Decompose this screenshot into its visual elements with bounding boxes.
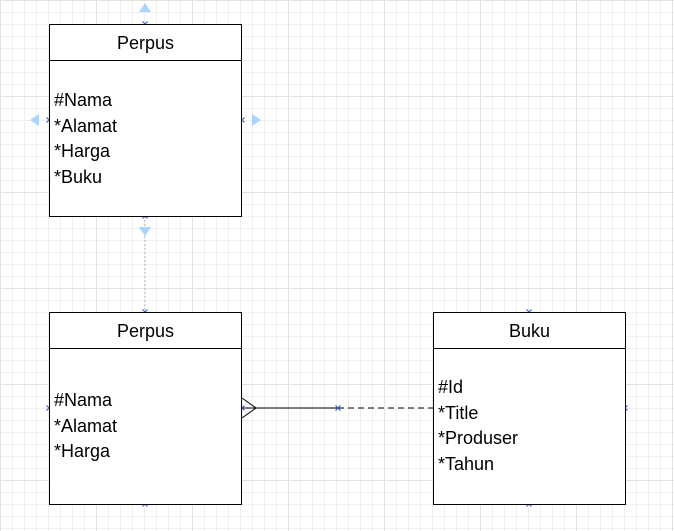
- attribute: *Buku: [54, 166, 103, 187]
- entity-perpus-bottom[interactable]: Perpus #Nama *Alamat *Harga: [49, 312, 242, 505]
- attribute: #Id: [438, 377, 464, 397]
- attribute: *Harga: [54, 141, 111, 161]
- entity-attributes: #Nama *Alamat *Harga *Buku: [54, 88, 117, 190]
- entity-title: Buku: [434, 313, 625, 349]
- attribute: #Nama: [54, 390, 113, 410]
- arrow-left-icon[interactable]: [30, 114, 39, 126]
- entity-title: Perpus: [50, 25, 241, 61]
- attribute: *Produser: [438, 428, 519, 448]
- attribute: *Tahun: [438, 453, 495, 474]
- entity-buku[interactable]: Buku #Id *Title *Produser *Tahun: [433, 312, 626, 505]
- attribute: *Harga: [54, 441, 111, 461]
- attribute: *Title: [438, 402, 479, 423]
- connection-handle-icon[interactable]: [335, 405, 341, 411]
- selection-arrows[interactable]: [30, 3, 261, 236]
- entity-perpus-top[interactable]: Perpus #Nama *Alamat *Harga *Buku: [49, 24, 242, 217]
- arrow-down-icon[interactable]: [139, 227, 151, 236]
- entity-attributes: #Nama *Alamat *Harga: [54, 388, 117, 465]
- arrow-right-icon[interactable]: [252, 114, 261, 126]
- crows-foot-many-icon: [241, 397, 257, 419]
- entity-title: Perpus: [50, 313, 241, 349]
- attribute: *Alamat: [54, 415, 118, 436]
- relationship-perpus-buku[interactable]: [241, 397, 433, 419]
- attribute: *Alamat: [54, 115, 118, 136]
- attribute: #Nama: [54, 90, 113, 110]
- entity-attributes: #Id *Title *Produser *Tahun: [438, 375, 518, 477]
- arrow-up-icon[interactable]: [139, 3, 151, 12]
